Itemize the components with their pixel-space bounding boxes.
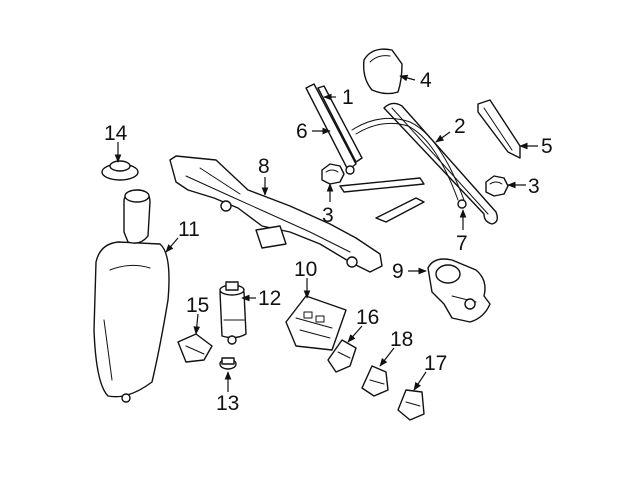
part-8-wiper-frame [169,155,383,273]
callout-labels: 1 2 3 3 4 5 6 7 8 9 10 11 12 13 14 15 16… [104,69,553,415]
callout-18: 18 [390,328,413,351]
callout-15: 15 [186,294,209,317]
part-3-nut-left [321,163,345,185]
callout-5: 5 [541,135,553,158]
part-14-reservoir-cap [101,160,139,181]
callout-14: 14 [104,122,128,145]
part-17-connector [397,389,425,421]
part-3-nut-right [485,175,509,197]
leader-lines [114,74,538,392]
callout-17: 17 [424,352,447,375]
part-16-connector [327,339,357,373]
callout-7: 7 [456,232,468,255]
callout-13: 13 [216,392,239,415]
part-15-level-sensor [177,333,213,363]
callout-6: 6 [296,120,308,143]
callout-4: 4 [420,69,432,92]
callout-2: 2 [454,115,466,138]
part-18-connector [361,365,389,397]
callout-1: 1 [342,86,354,109]
part-9-wiper-motor [427,258,491,323]
callout-3-left: 3 [322,204,334,227]
callout-16: 16 [356,306,379,329]
callout-9: 9 [392,260,404,283]
part-5-cowl-cover [477,99,521,159]
callout-11: 11 [178,218,200,241]
callout-8: 8 [258,155,270,178]
part-7-linkage [339,117,467,223]
callout-10: 10 [294,258,317,281]
part-4-arm-cap [362,48,403,95]
callout-3-right: 3 [528,175,540,198]
part-10-control-module [285,295,347,351]
part-1-6-left-wiper-arm [305,83,363,175]
callout-12: 12 [258,287,281,310]
part-12-washer-pump [219,281,247,345]
part-13-grommet [219,357,237,370]
part-11-washer-reservoir [93,189,170,403]
